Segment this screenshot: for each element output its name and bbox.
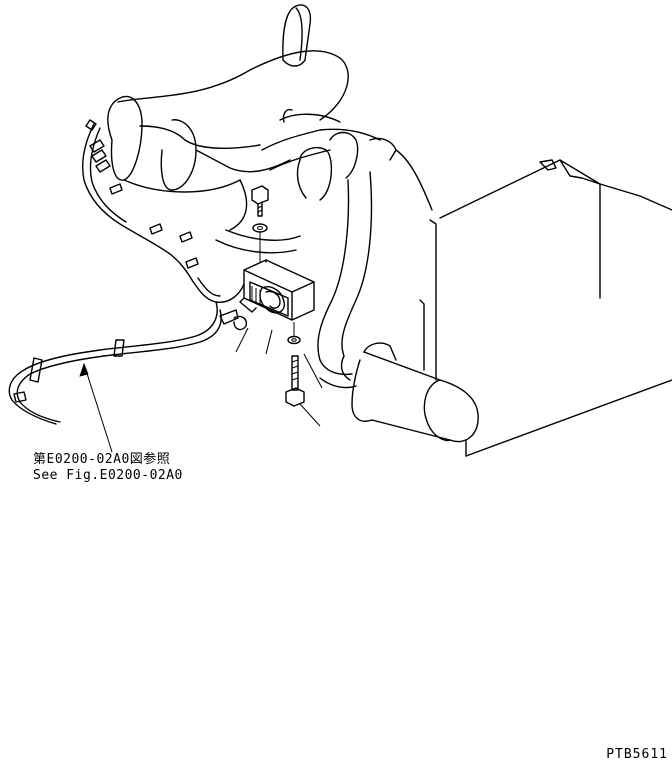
reference-arrow: [79, 362, 113, 453]
lower-washer: [287, 335, 301, 345]
intake-pipe: [317, 171, 373, 376]
radiator: [395, 149, 672, 457]
reference-note-japanese: 第E0200-02A0図参照: [33, 452, 171, 467]
exhaust-pipe: [282, 4, 312, 67]
intake-hoses: [215, 108, 397, 254]
lower-bolt: [285, 355, 305, 407]
upper-washer: [252, 223, 268, 233]
muffler: [107, 50, 349, 231]
figure-code: PTB5611: [606, 747, 668, 762]
upper-bolt: [251, 185, 269, 217]
callout-leaders: [235, 327, 323, 427]
controller-box: [239, 259, 315, 321]
wiring-harness: [8, 119, 248, 425]
reference-note-english: See Fig.E0200-02A0: [33, 468, 183, 483]
air-cleaner: [319, 342, 479, 443]
